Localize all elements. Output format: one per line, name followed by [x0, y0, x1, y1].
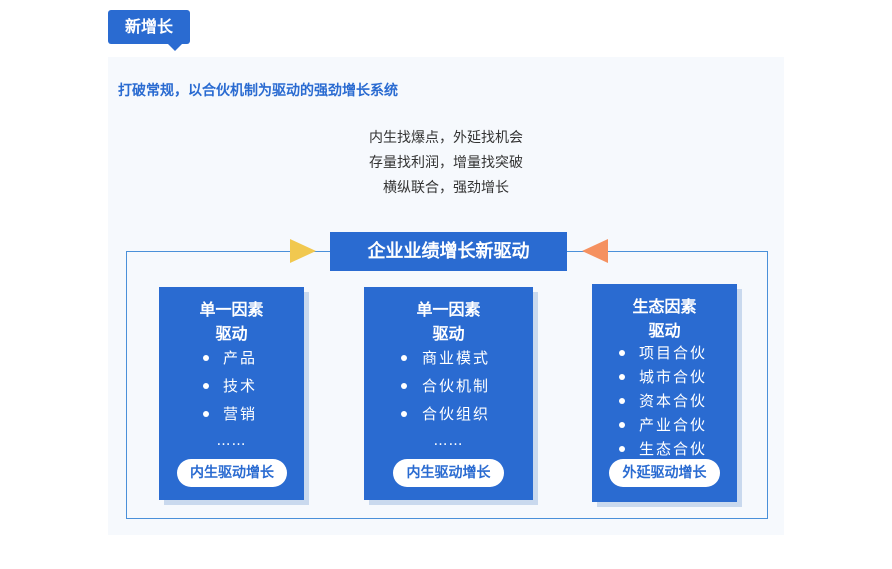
card-item-label: 合伙组织	[422, 405, 491, 423]
bullet-icon	[203, 383, 209, 389]
bullet-icon	[619, 422, 625, 428]
driver-card-mechanism: 单一因素 驱动 商业模式 合伙机制 合伙组织 …… 内生驱动增长	[364, 287, 533, 500]
card-item-label: 商业模式	[422, 349, 491, 367]
card-item: 合伙机制	[364, 372, 533, 400]
section-tag: 新增长	[108, 10, 190, 44]
section-tag-pointer	[168, 44, 182, 51]
intro-line: 横纵联合，强劲增长	[383, 180, 509, 196]
card-badge: 外延驱动增长	[609, 459, 720, 487]
card-item: 技术	[159, 372, 304, 400]
card-item: 产品	[159, 344, 304, 372]
card-item: 生态合伙	[592, 437, 737, 461]
intro-text: 内生找爆点，外延找机会 存量找利润，增量找突破 横纵联合，强劲增长	[300, 126, 592, 201]
card-item-label: 资本合伙	[639, 392, 708, 410]
card-item-label: 营销	[223, 405, 258, 423]
bullet-icon	[401, 383, 407, 389]
card-badge: 内生驱动增长	[393, 459, 504, 487]
bullet-icon	[401, 411, 407, 417]
card-title: 单一因素 驱动	[364, 298, 533, 346]
card-item-label: 技术	[223, 377, 258, 395]
card-item: 城市合伙	[592, 365, 737, 389]
bullet-icon	[401, 355, 407, 361]
bullet-icon	[619, 374, 625, 380]
card-item: 资本合伙	[592, 389, 737, 413]
intro-line: 存量找利润，增量找突破	[369, 155, 523, 171]
section-tag-label: 新增长	[124, 17, 173, 36]
card-item: 项目合伙	[592, 341, 737, 365]
card-title-line: 单一因素	[199, 300, 264, 319]
card-ellipsis: ……	[216, 433, 247, 449]
card-title-line: 驱动	[432, 324, 465, 343]
headline: 打破常规，以合伙机制为驱动的强劲增长系统	[118, 83, 398, 99]
card-item-list: 商业模式 合伙机制 合伙组织	[364, 344, 533, 428]
card-item-label: 产品	[223, 349, 258, 367]
card-title-line: 驱动	[648, 321, 681, 340]
bullet-icon	[619, 350, 625, 356]
card-title: 单一因素 驱动	[159, 298, 304, 346]
card-item: 商业模式	[364, 344, 533, 372]
card-item: 合伙组织	[364, 400, 533, 428]
card-item-list: 产品 技术 营销	[159, 344, 304, 428]
arrow-left-pointing-icon	[582, 239, 608, 263]
bullet-icon	[619, 398, 625, 404]
driver-card-product: 单一因素 驱动 产品 技术 营销 …… 内生驱动增长	[159, 287, 304, 500]
arrow-right-pointing-icon	[290, 239, 316, 263]
diagram-title: 企业业绩增长新驱动	[330, 232, 567, 271]
card-item: 营销	[159, 400, 304, 428]
card-item-list: 项目合伙 城市合伙 资本合伙 产业合伙 生态合伙	[592, 341, 737, 461]
card-title-line: 生态因素	[632, 297, 697, 316]
card-item-label: 生态合伙	[639, 440, 708, 458]
card-item: 产业合伙	[592, 413, 737, 437]
bullet-icon	[619, 446, 625, 452]
card-title-line: 单一因素	[416, 300, 481, 319]
card-ellipsis: ……	[433, 433, 464, 449]
card-badge: 内生驱动增长	[177, 459, 287, 487]
card-item-label: 产业合伙	[639, 416, 708, 434]
card-item-label: 城市合伙	[639, 368, 708, 386]
bullet-icon	[203, 355, 209, 361]
card-title: 生态因素 驱动	[592, 295, 737, 343]
bullet-icon	[203, 411, 209, 417]
intro-line: 内生找爆点，外延找机会	[369, 130, 523, 146]
card-item-label: 合伙机制	[422, 377, 491, 395]
card-item-label: 项目合伙	[639, 344, 708, 362]
driver-card-ecosystem: 生态因素 驱动 项目合伙 城市合伙 资本合伙 产业合伙 生态合伙 外延驱动增长	[592, 284, 737, 502]
card-title-line: 驱动	[215, 324, 248, 343]
